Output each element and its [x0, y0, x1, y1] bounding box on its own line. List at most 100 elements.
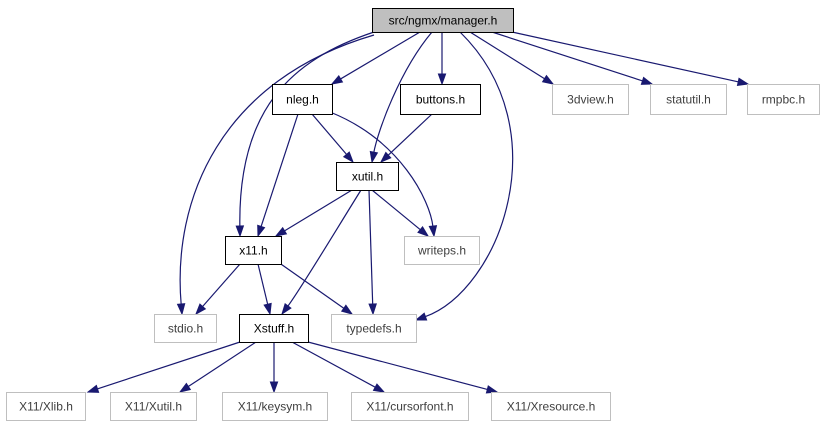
node-label: typedefs.h	[346, 322, 401, 336]
edge-xutil-typedefs	[368, 189, 377, 316]
edge-manager-xutil	[369, 31, 433, 164]
edge-nleg-x11	[257, 113, 299, 238]
node-box	[6, 392, 86, 421]
edge-arrowhead	[372, 383, 386, 393]
node-label: 3dview.h	[567, 93, 614, 107]
edge-arrowhead	[379, 151, 392, 164]
node-nleg[interactable]: nleg.h	[272, 84, 333, 115]
edge-line	[283, 189, 353, 232]
node-label: xutil.h	[352, 170, 383, 184]
edge-line	[311, 113, 348, 156]
node-stdio: stdio.h	[154, 314, 217, 343]
node-box	[225, 236, 282, 265]
edge-line	[257, 263, 269, 306]
node-label: X11/Xresource.h	[507, 400, 596, 414]
edge-arrowhead	[178, 382, 192, 393]
edge-arrowhead	[274, 226, 288, 237]
edge-arrowhead	[257, 224, 266, 238]
node-xutilx: X11/Xutil.h	[110, 392, 197, 421]
node-box	[154, 314, 217, 343]
node-box	[552, 84, 629, 115]
node-x11[interactable]: x11.h	[225, 236, 282, 265]
edge-xutil-x11	[274, 189, 353, 237]
node-buttons[interactable]: buttons.h	[400, 84, 481, 115]
edge-arrowhead	[640, 76, 654, 85]
node-xresource: X11/Xresource.h	[491, 392, 611, 421]
node-box	[272, 84, 333, 115]
edge-xstuff-cursorfont	[291, 341, 386, 393]
node-label: X11/Xutil.h	[125, 400, 182, 414]
edge-x11-stdio	[195, 263, 241, 316]
node-xutil[interactable]: xutil.h	[336, 162, 399, 191]
node-box	[222, 392, 328, 421]
edge-line	[387, 113, 433, 157]
edge-line	[307, 341, 489, 391]
node-label: X11/Xlib.h	[19, 400, 73, 414]
edge-manager-nleg	[330, 31, 421, 85]
node-xlib: X11/Xlib.h	[6, 392, 86, 421]
edge-manager-statutil	[491, 31, 654, 85]
node-label: X11/keysym.h	[238, 400, 312, 414]
node-typedefs: typedefs.h	[331, 314, 417, 343]
node-box	[331, 314, 417, 343]
edge-line	[469, 31, 546, 80]
node-xstuff[interactable]: Xstuff.h	[239, 314, 309, 343]
edge-arrowhead	[437, 73, 447, 86]
edge-x11-xstuff	[257, 263, 272, 316]
edge-arrowhead	[330, 74, 344, 85]
node-box	[404, 236, 480, 265]
edge-xstuff-xutilx	[178, 341, 257, 393]
edge-line	[187, 341, 257, 388]
edge-line	[291, 341, 377, 389]
node-label: nleg.h	[286, 93, 319, 107]
edge-line	[260, 113, 299, 228]
node-box	[110, 392, 197, 421]
edge-xutil-writeps	[371, 189, 430, 237]
edge-arrowhead	[736, 77, 750, 86]
edge-arrowhead	[369, 150, 379, 164]
edge-line	[286, 189, 362, 308]
node-statutil: statutil.h	[650, 84, 727, 115]
node-box	[372, 8, 514, 33]
edge-arrowhead	[541, 74, 555, 85]
edge-line	[329, 111, 434, 228]
edge-arrowhead	[417, 226, 430, 237]
node-label: writeps.h	[417, 244, 466, 258]
node-box	[351, 392, 469, 421]
nodes-layer: src/ngmx/manager.h nleg.h buttons.h 3dview.…	[6, 8, 820, 421]
node-box	[400, 84, 481, 115]
edge-line	[511, 31, 740, 83]
edge-manager-typedefs	[414, 31, 514, 321]
edge-xstuff-xresource	[307, 341, 499, 394]
edge-line	[424, 31, 514, 318]
node-cursorfont: X11/cursorfont.h	[351, 392, 469, 421]
edge-line	[368, 189, 374, 306]
edge-line	[373, 31, 433, 154]
node-label: x11.h	[239, 244, 267, 258]
node-label: Xstuff.h	[254, 322, 294, 336]
edge-x11-typedefs	[277, 261, 354, 315]
edge-line	[371, 189, 422, 231]
edge-xstuff-keysym	[269, 342, 279, 394]
node-keysym: X11/keysym.h	[222, 392, 328, 421]
node-manager[interactable]: src/ngmx/manager.h	[372, 8, 514, 33]
edge-arrowhead	[176, 303, 186, 316]
edge-manager-rmpbc	[511, 31, 750, 86]
edge-arrowhead	[368, 303, 377, 316]
edge-line	[491, 31, 644, 82]
edge-line	[201, 263, 241, 308]
node-box	[650, 84, 727, 115]
node-view3d: 3dview.h	[552, 84, 629, 115]
edge-manager-buttons	[437, 32, 447, 86]
edge-arrowhead	[485, 385, 499, 394]
edge-arrowhead	[414, 312, 428, 321]
edge-arrowhead	[269, 381, 279, 394]
edge-arrowhead	[428, 225, 438, 238]
node-label: stdio.h	[168, 322, 203, 336]
node-box	[747, 84, 820, 115]
edge-line	[339, 31, 421, 80]
node-rmpbc: rmpbc.h	[747, 84, 820, 115]
edge-arrowhead	[86, 384, 100, 393]
edge-manager-stdio	[176, 34, 375, 316]
